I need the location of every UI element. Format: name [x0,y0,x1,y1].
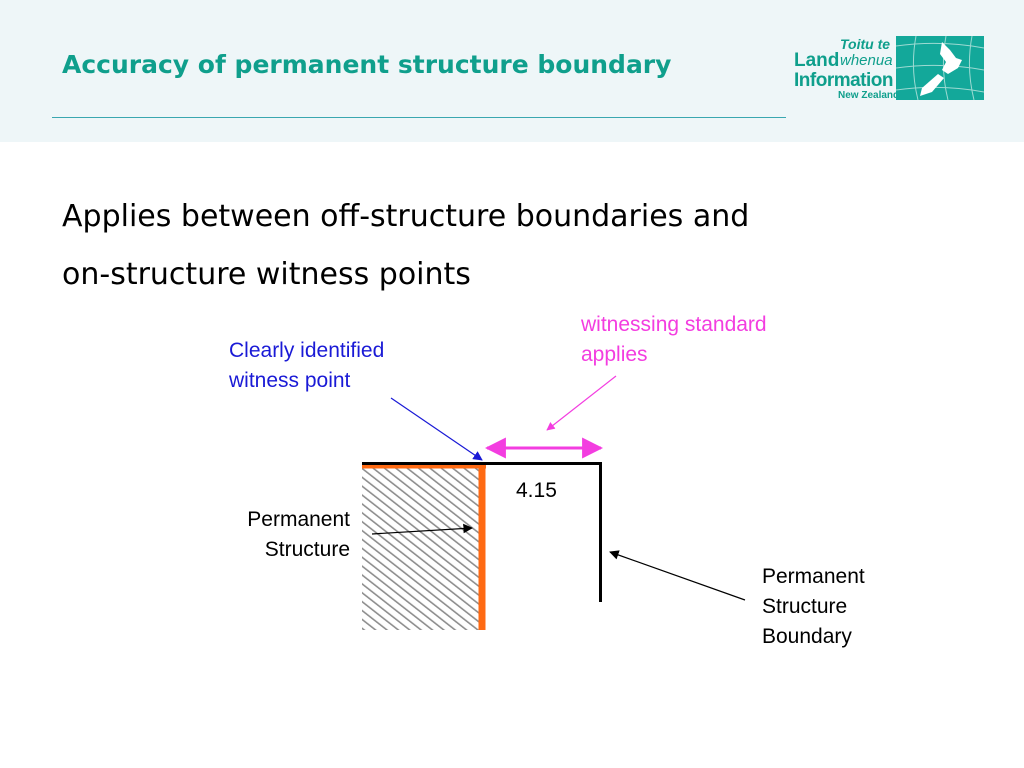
logo-text-new-zealand: New Zealand [838,90,900,101]
linz-logo: Toitu te Land whenua Information New Zea… [792,34,984,102]
logo-text-information: Information [794,70,894,91]
witnessing-label-line-1: witnessing standard [581,313,767,336]
lead-line-1: Applies between off-structure boundaries… [62,199,750,234]
lead-text: Applies between off-structure boundaries… [62,188,922,304]
witness-point-label-line-2: witness point [229,369,351,392]
structure-label-line-2: Structure [264,538,350,561]
witness-point-label-line-1: Clearly identified [229,339,385,362]
structure-arrow [371,523,473,535]
logo-text-land: Land [794,50,840,71]
boundary-arrow [609,550,746,601]
nz-map-icon [896,36,984,100]
header-band [0,0,1024,142]
structure-label-line-1: Permanent [247,508,350,531]
witnessing-pointer-arrow [546,375,617,431]
distance-label: 4.15 [516,479,557,502]
witness-point-label: Clearly identified witness point [229,336,384,396]
structure-boundary-label: Permanent Structure Boundary [762,562,865,652]
permanent-structure-label: Permanent Structure [247,505,350,565]
permanent-structure-hatch [362,468,482,630]
logo-text-toitu: Toitu te [840,36,891,52]
witnessing-standard-label: witnessing standard applies [581,310,767,370]
boundary-label-line-3: Boundary [762,625,852,648]
logo-text-whenua: whenua [840,52,893,69]
boundary-label-line-2: Structure [762,595,848,618]
title-rule [52,117,786,118]
page-title: Accuracy of permanent structure boundary [62,50,672,79]
boundary-label-line-1: Permanent [762,565,865,588]
witness-point-arrow [390,397,483,461]
lead-line-2: on-structure witness points [62,257,471,292]
witnessing-label-line-2: applies [581,343,648,366]
